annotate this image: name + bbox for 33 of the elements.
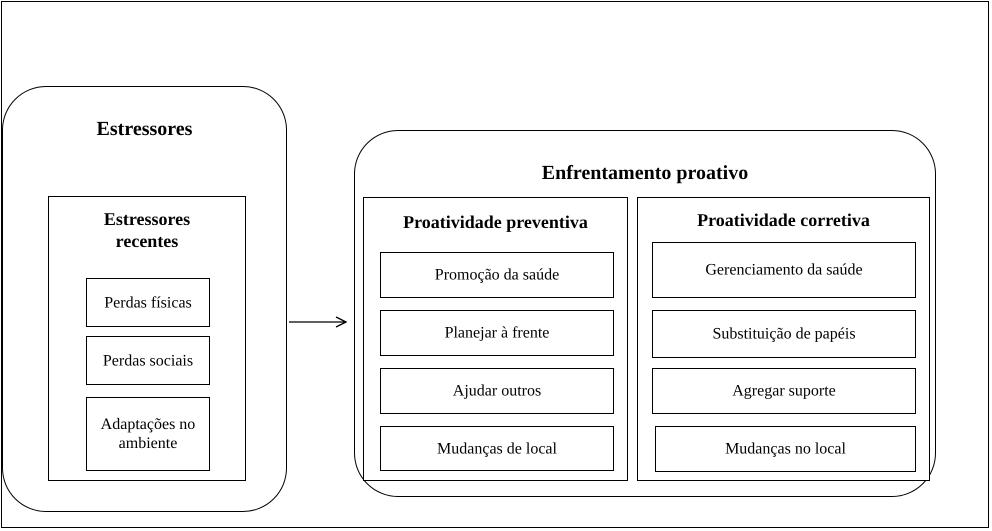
rounded-group	[354, 130, 936, 497]
rounded-group	[2, 86, 287, 512]
item-label: Agregar suporte	[731, 381, 837, 401]
item-label: Perdas sociais	[102, 350, 194, 370]
item-box	[652, 368, 916, 414]
panel-heading: Proatividade corretiva	[696, 210, 871, 232]
item-box	[380, 426, 614, 471]
item-label: Promoção da saúde	[434, 265, 560, 285]
group-title: Estressores	[96, 117, 194, 141]
item-label: Substituição de papéis	[711, 324, 857, 344]
panel-box	[48, 196, 246, 481]
item-box	[380, 252, 614, 298]
item-box	[86, 336, 210, 385]
item-box	[380, 310, 614, 356]
panel-box	[637, 197, 930, 481]
item-box	[655, 426, 916, 472]
item-label: Ajudar outros	[452, 381, 542, 401]
item-box	[86, 278, 210, 327]
group-title: Enfrentamento proativo	[540, 161, 750, 185]
item-label: Mudanças no local	[724, 439, 847, 459]
item-label: Gerenciamento da saúde	[704, 260, 864, 280]
item-box	[652, 310, 916, 358]
panel-heading: Proatividade preventiva	[402, 212, 589, 234]
panel-heading: Estressores recentes	[102, 209, 192, 252]
item-label: Mudanças de local	[436, 438, 558, 458]
item-label: Perdas físicas	[103, 292, 193, 312]
arrow	[289, 316, 347, 328]
item-box	[380, 368, 614, 414]
panel-box	[363, 197, 628, 481]
item-label: Adaptações no ambiente	[100, 414, 196, 454]
item-label: Planejar à frente	[444, 323, 550, 343]
item-box	[86, 397, 210, 471]
item-box	[652, 242, 916, 298]
